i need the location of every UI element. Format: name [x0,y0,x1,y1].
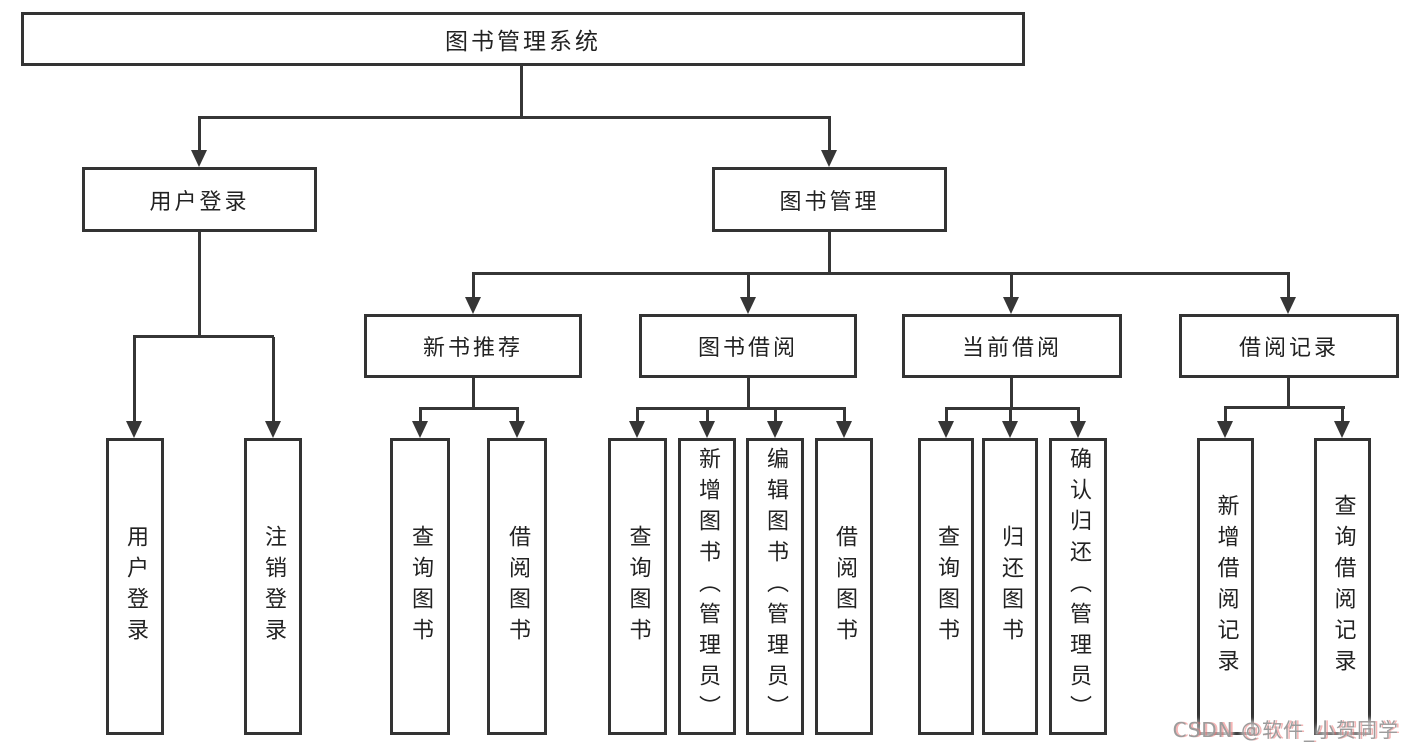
node-label: 借阅图书 [505,524,530,649]
node-label: 当前借阅 [961,336,1062,361]
csdn-watermark: CSDN @软件_小贺同学 [1172,718,1399,742]
leaf-query-borrow-record: 查询借阅记录 [1314,438,1371,735]
connector-line [1224,406,1345,409]
node-current-borrowing: 当前借阅 [902,314,1122,378]
leaf-add-borrow-record: 新增借阅记录 [1197,438,1254,735]
node-label: 查询图书 [934,524,959,649]
node-new-book-recommendation: 新书推荐 [364,314,582,378]
leaf-confirm-return-admin: 确认归还（管理员） [1049,438,1107,735]
leaf-borrow-books-recommend: 借阅图书 [487,438,547,735]
node-label: 用户登录 [123,524,148,649]
connector-line [636,407,846,410]
node-book-borrowing: 图书借阅 [639,314,857,378]
connector-line [419,407,519,410]
connector-line [747,378,750,410]
connector-arrow-down-icon [1070,409,1086,438]
connector-arrow-down-icon [1217,408,1233,438]
connector-arrow-down-icon [767,409,783,438]
node-label: 用户登录 [149,189,250,215]
connector-line [198,231,201,338]
connector-line [1010,378,1013,410]
connector-arrow-down-icon [412,409,428,438]
connector-arrow-down-icon [265,337,281,438]
leaf-add-books-admin: 新增图书（管理员） [678,438,736,735]
connector-line [472,378,475,410]
node-label: 借阅图书 [832,524,857,649]
connector-line [472,272,1290,275]
connector-arrow-down-icon [1280,274,1296,314]
node-label: 借阅记录 [1238,336,1339,361]
connector-arrow-down-icon [938,409,954,438]
connector-arrow-down-icon [1003,274,1019,314]
leaf-user-login: 用户登录 [106,438,164,735]
connector-arrow-down-icon [740,274,756,314]
node-label: 新增借阅记录 [1213,493,1239,680]
connector-arrow-down-icon [699,409,715,438]
connector-line [198,116,831,119]
node-label: 确认归还（管理员） [1066,447,1091,726]
connector-arrow-down-icon [821,117,837,167]
leaf-return-books: 归还图书 [982,438,1038,735]
leaf-logout: 注销登录 [244,438,302,735]
connector-arrow-down-icon [836,409,852,438]
leaf-edit-books-admin: 编辑图书（管理员） [746,438,804,735]
node-label: 注销登录 [261,524,286,649]
node-user-login: 用户登录 [82,167,317,232]
connector-line [520,64,523,118]
node-borrowing-records: 借阅记录 [1179,314,1399,378]
node-label: 图书借阅 [697,336,798,361]
connector-line [945,407,1080,410]
connector-arrow-down-icon [1334,408,1350,438]
node-book-management: 图书管理 [712,167,947,232]
connector-arrow-down-icon [509,409,525,438]
node-label: 编辑图书（管理员） [763,447,788,726]
node-label: 新增图书（管理员） [695,447,720,726]
connector-line [1287,378,1290,409]
leaf-query-books-recommend: 查询图书 [390,438,450,735]
connector-line [828,231,831,275]
connector-arrow-down-icon [465,274,481,314]
node-label: 图书管理 [779,189,880,215]
leaf-borrow-books: 借阅图书 [815,438,873,735]
node-label: 查询图书 [625,524,651,649]
node-label: 新书推荐 [422,336,523,361]
leaf-query-books-current: 查询图书 [918,438,974,735]
node-label: 查询图书 [408,524,433,649]
connector-arrow-down-icon [1002,409,1018,438]
leaf-query-books-borrowing: 查询图书 [608,438,667,735]
node-label: 查询借阅记录 [1330,493,1356,680]
connector-arrow-down-icon [629,409,645,438]
node-label: 图书管理系统 [445,29,601,55]
connector-line [133,335,274,338]
connector-arrow-down-icon [191,117,207,167]
node-label: 归还图书 [998,524,1023,649]
node-library-system: 图书管理系统 [21,12,1025,66]
connector-arrow-down-icon [126,337,142,438]
